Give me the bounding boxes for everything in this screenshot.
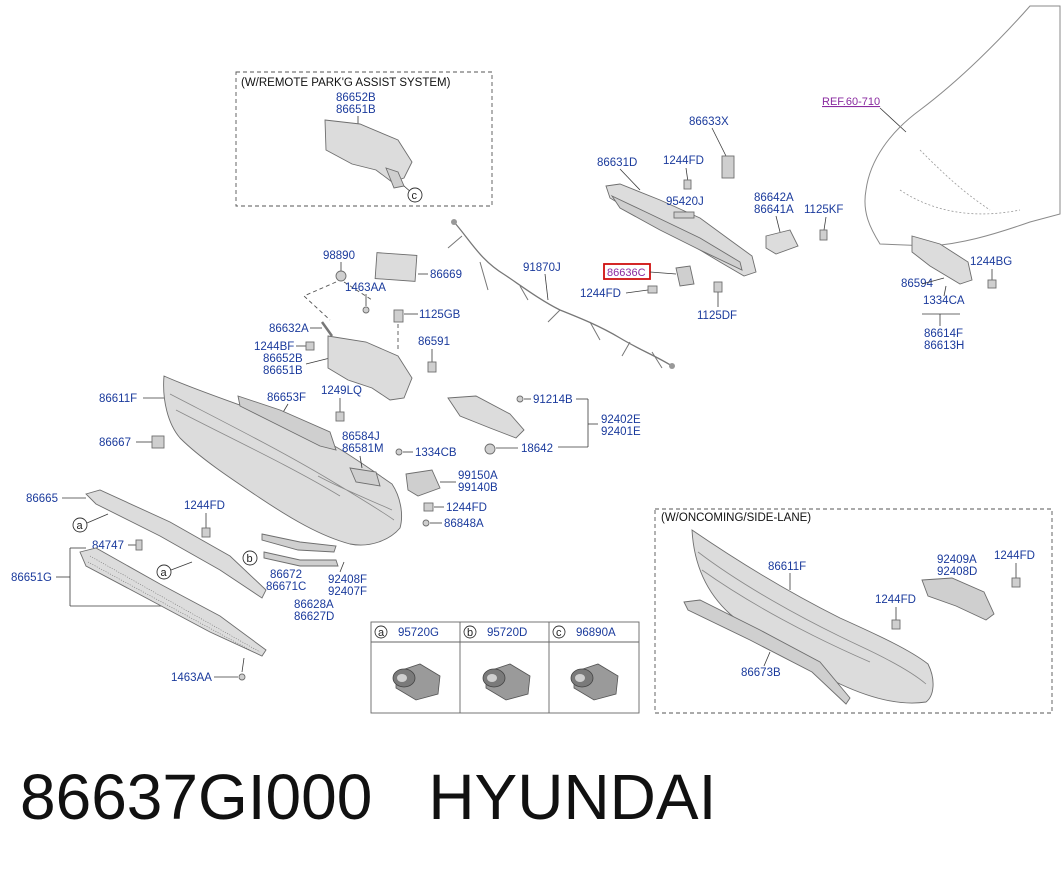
svg-text:a: a xyxy=(161,567,168,579)
label-1463AA-b[interactable]: 1463AA xyxy=(171,672,212,684)
label-1334CB[interactable]: 1334CB xyxy=(415,447,457,459)
label-1249LQ[interactable]: 1249LQ xyxy=(321,385,362,397)
label-86584J[interactable]: 86584J xyxy=(342,431,380,443)
oncoming-box xyxy=(654,508,1053,714)
svg-text:c: c xyxy=(412,190,418,202)
rear-reflector xyxy=(447,395,525,439)
label-86848A[interactable]: 86848A xyxy=(444,518,484,530)
legend-part-b[interactable]: 95720D xyxy=(487,627,527,639)
label-99150A[interactable]: 99150A xyxy=(458,470,498,482)
label-86673B[interactable]: 86673B xyxy=(741,667,781,679)
label-86671C[interactable]: 86671C xyxy=(266,581,306,593)
legend-letter-a: a xyxy=(378,627,385,639)
label-86672[interactable]: 86672 xyxy=(270,569,302,581)
parking-sensor-c-icon xyxy=(570,663,619,701)
label-1463AA-a[interactable]: 1463AA xyxy=(345,282,386,294)
label-86628A[interactable]: 86628A xyxy=(294,599,334,611)
side-trim-86672 xyxy=(261,533,337,553)
label-86611F-a[interactable]: 86611F xyxy=(99,393,137,405)
label-86633X[interactable]: 86633X xyxy=(689,116,729,128)
legend-letter-b: b xyxy=(467,627,473,639)
label-18642[interactable]: 18642 xyxy=(521,443,553,455)
rear-quarter-panel xyxy=(864,5,1061,247)
sensor-cover-86669 xyxy=(374,252,418,282)
label-98890[interactable]: 98890 xyxy=(323,250,355,262)
label-86591[interactable]: 86591 xyxy=(418,336,450,348)
label-86641A[interactable]: 86641A xyxy=(754,204,794,216)
parts-diagram: (W/REMOTE PARK'G ASSIST SYSTEM) 86652B 8… xyxy=(11,5,1061,714)
label-86642A[interactable]: 86642A xyxy=(754,192,794,204)
label-86581M[interactable]: 86581M xyxy=(342,443,384,455)
wiring-harness xyxy=(453,221,673,367)
label-1244FD-f[interactable]: 1244FD xyxy=(875,594,916,606)
label-86594[interactable]: 86594 xyxy=(901,278,934,290)
label-1125DF[interactable]: 1125DF xyxy=(697,310,737,322)
part-number: 86637GI000 xyxy=(20,761,373,833)
svg-text:b: b xyxy=(247,553,253,565)
label-86614F[interactable]: 86614F xyxy=(924,328,963,340)
parking-sensor-b-icon xyxy=(482,663,531,701)
label-86613H[interactable]: 86613H xyxy=(924,340,964,352)
footer: 86637GI000 HYUNDAI xyxy=(20,760,1020,840)
label-86632A[interactable]: 86632A xyxy=(269,323,309,335)
sensor-legend: a 95720G b 95720D c 96890A xyxy=(370,621,640,714)
label-86611F-b[interactable]: 86611F xyxy=(768,561,806,573)
label-1125GB[interactable]: 1125GB xyxy=(419,309,461,321)
label-86636C-highlighted[interactable]: 86636C xyxy=(607,267,646,279)
parking-sensor-a-icon xyxy=(392,663,441,701)
label-92402E[interactable]: 92402E xyxy=(601,414,641,426)
legend-part-a[interactable]: 95720G xyxy=(398,627,439,639)
label-1244FD-b[interactable]: 1244FD xyxy=(580,288,621,300)
svg-text:a: a xyxy=(77,520,84,532)
label-84747[interactable]: 84747 xyxy=(92,540,124,552)
label-1244FD-a[interactable]: 1244FD xyxy=(663,155,704,167)
rear-bumper-cover-variant xyxy=(691,529,934,704)
label-91214B[interactable]: 91214B xyxy=(533,394,573,406)
label-1244FD-c[interactable]: 1244FD xyxy=(184,500,225,512)
label-1244FD-e[interactable]: 1244FD xyxy=(994,550,1035,562)
sensor-bracket-lower xyxy=(327,335,413,401)
label-1244BF[interactable]: 1244BF xyxy=(254,341,294,353)
label-86627D[interactable]: 86627D xyxy=(294,611,334,623)
oncoming-box-title: (W/ONCOMING/SIDE-LANE) xyxy=(661,512,811,524)
bumper-lower-garnish xyxy=(85,489,267,599)
sensor-bracket-upper xyxy=(324,119,413,183)
label-86669[interactable]: 86669 xyxy=(430,269,462,281)
label-1244FD-d[interactable]: 1244FD xyxy=(446,502,487,514)
label-86653F[interactable]: 86653F xyxy=(267,392,306,404)
label-92407F[interactable]: 92407F xyxy=(328,586,367,598)
label-99140B[interactable]: 99140B xyxy=(458,482,498,494)
highlight-box xyxy=(603,263,651,280)
label-92408F[interactable]: 92408F xyxy=(328,574,367,586)
label-1334CA[interactable]: 1334CA xyxy=(923,295,965,307)
label-86631D[interactable]: 86631D xyxy=(597,157,637,169)
label-86652B-mid[interactable]: 86652B xyxy=(263,353,303,365)
lower-strip-86673B xyxy=(683,599,851,705)
label-1125KF[interactable]: 1125KF xyxy=(804,204,843,216)
label-95420J[interactable]: 95420J xyxy=(666,196,704,208)
remote-park-box xyxy=(235,71,493,207)
skid-plate xyxy=(79,547,267,657)
legend-part-c[interactable]: 96890A xyxy=(576,627,616,639)
label-92409A[interactable]: 92409A xyxy=(937,554,977,566)
label-1244BG[interactable]: 1244BG xyxy=(970,256,1012,268)
label-86651B-top[interactable]: 86651B xyxy=(336,104,376,116)
label-86651G[interactable]: 86651G xyxy=(11,572,52,584)
label-86665[interactable]: 86665 xyxy=(26,493,58,505)
label-91870J[interactable]: 91870J xyxy=(523,262,561,274)
reference-label[interactable]: REF.60-710 xyxy=(822,96,880,108)
label-86652B-top[interactable]: 86652B xyxy=(336,92,376,104)
label-86651B-mid[interactable]: 86651B xyxy=(263,365,303,377)
label-92401E[interactable]: 92401E xyxy=(601,426,641,438)
label-92408D[interactable]: 92408D xyxy=(937,566,977,578)
radar-bracket-92409A xyxy=(921,577,995,621)
legend-letter-c: c xyxy=(556,627,562,639)
label-86667[interactable]: 86667 xyxy=(99,437,131,449)
remote-park-box-title: (W/REMOTE PARK'G ASSIST SYSTEM) xyxy=(241,77,451,89)
brand-name: HYUNDAI xyxy=(428,761,717,833)
